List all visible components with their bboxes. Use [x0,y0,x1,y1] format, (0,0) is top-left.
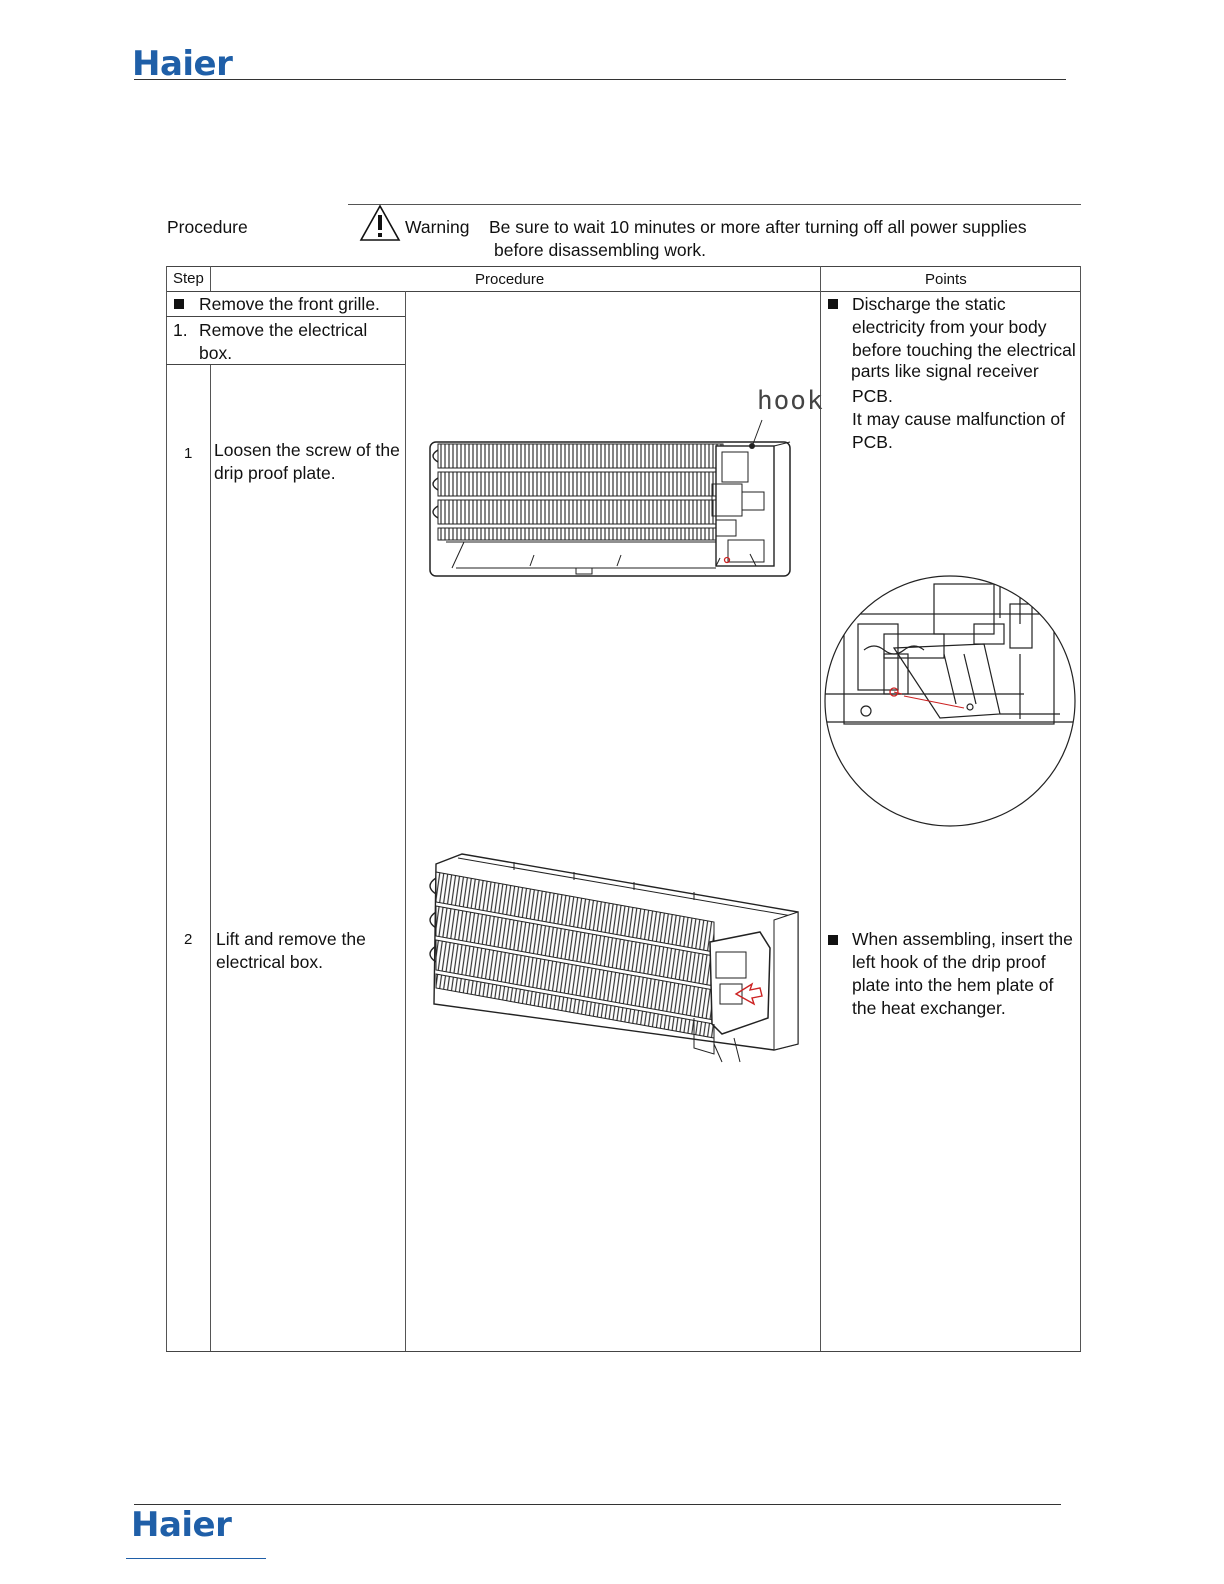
bullet-icon [828,299,838,309]
table-right-border [1080,266,1081,1351]
step-header-divider [210,266,211,291]
bullet-icon [174,299,184,309]
warning-label: Warning [405,217,470,237]
footer-rule [134,1504,1061,1505]
header-rule [134,79,1066,80]
step-2-text-line2: electrical box. [216,952,323,972]
table-header-border [166,291,1081,292]
point-1-line5: PCB. [852,386,893,406]
point-1-line7: PCB. [852,432,893,452]
warning-icon [359,204,401,241]
step-1-text-line1: Loosen the screw of the [214,440,400,460]
hook-label: hook [757,386,824,416]
footer-underline [126,1558,266,1559]
point-2-line2: left hook of the drip proof [852,952,1046,972]
procedure-column-divider [405,291,406,1351]
point-1-line4: parts like signal receiver [851,361,1039,381]
task-electrical-line2: box. [199,343,233,363]
step-1-number: 1 [184,445,193,462]
point-2-line3: plate into the hem plate of [852,975,1054,995]
table-top-border [166,266,1081,267]
warning-text-line2: before disassembling work. [494,240,707,260]
task-electrical-number: 1. [173,320,188,340]
warning-text-line1: Be sure to wait 10 minutes or more after… [489,217,1027,237]
table-bottom-border [166,1351,1081,1352]
figure-unit-front-view [429,419,791,577]
point-1-line6: It may cause malfunction of [852,409,1066,429]
header-points: Points [925,271,967,288]
header-procedure: Procedure [475,271,545,288]
points-column-divider [820,266,821,1351]
point-1-line2: electricity from your body [852,317,1047,337]
point-1-line3: before touching the electrical [852,340,1076,360]
bullet-icon [828,935,838,945]
warning-rule [348,204,1081,205]
footer-logo: Haier [131,1505,232,1545]
figure-detail-circle [824,575,1076,827]
table-left-border [166,266,167,1351]
figure-unit-lift-box [429,853,799,1063]
step-column-divider [210,364,211,1351]
point-2-line1: When assembling, insert the [852,929,1073,949]
point-2-line4: the heat exchanger. [852,998,1006,1018]
point-1-line1: Discharge the static [852,294,1006,314]
procedure-label: Procedure [167,217,248,237]
header-step: Step [173,270,204,287]
task-row-border-1 [166,316,405,317]
step-2-text-line1: Lift and remove the [216,929,366,949]
task-electrical-line1: Remove the electrical [199,320,368,340]
task-row-border-2 [166,364,405,365]
step-2-number: 2 [184,931,193,948]
step-1-text-line2: drip proof plate. [214,463,336,483]
header-logo: Haier [132,44,233,84]
task-front-grille: Remove the front grille. [199,294,380,314]
